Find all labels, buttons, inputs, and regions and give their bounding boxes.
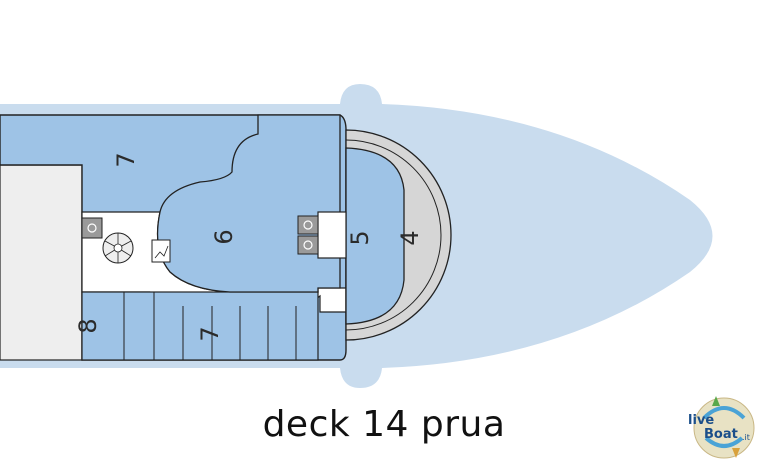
zone-6-area: [156, 114, 341, 293]
zone-label-bow-outer: 4: [396, 230, 424, 245]
zone-label-bow-inner: 5: [346, 230, 374, 245]
zone-label-starboard-top: 7: [112, 152, 140, 167]
svg-text:live: live: [688, 413, 714, 428]
restroom-icon: [297, 215, 319, 255]
restroom-icon-left: [81, 217, 103, 239]
svg-text:Boat: Boat: [704, 427, 738, 442]
elevator-icon: [151, 239, 171, 263]
zone-label-corner-bottom: 8: [74, 318, 102, 333]
zone-label-stairs-bottom: 7: [196, 326, 224, 341]
interior-block: [0, 164, 83, 361]
liveboat-logo: live Boat .it: [688, 396, 755, 459]
deck-caption: deck 14 prua: [262, 404, 506, 445]
stair-block: [81, 291, 319, 361]
restroom-block: [317, 211, 347, 259]
zone-4-inner-line: [345, 139, 442, 331]
zone-label-center: 6: [210, 229, 238, 244]
zone-5-area: [345, 147, 405, 325]
spiral-staircase-icon: [102, 232, 134, 264]
svg-text:.it: .it: [742, 433, 750, 442]
